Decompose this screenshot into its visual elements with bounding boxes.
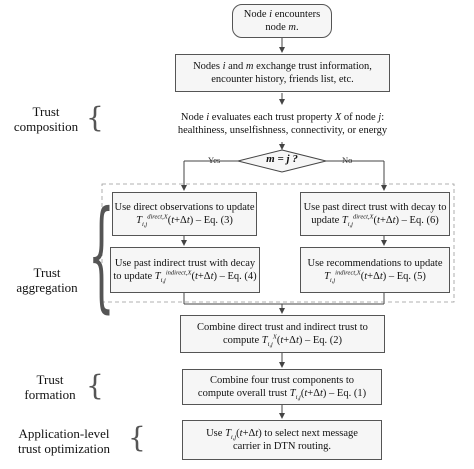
direct-observation-box: Use direct observations to update Ti,jdi… xyxy=(112,192,257,236)
stage-aggregation-label: Trust aggregation xyxy=(16,265,78,295)
combine-box: Combine direct trust and indirect trust … xyxy=(180,315,385,353)
past-direct-line-2: update Ti,jdirect,X(t+Δt) – Eq. (6) xyxy=(311,213,439,229)
overall-line-1: Combine four trust components to xyxy=(209,375,355,386)
evaluate-line-2: healthiness, unselfishness, connectivity… xyxy=(177,125,388,136)
application-line-1: Use Ti,j(t+Δt) to select next message xyxy=(206,428,358,442)
exchange-line-2: encounter history, friends list, etc. xyxy=(211,74,354,85)
composition-brace: { xyxy=(86,101,104,134)
start-line-1: Node i encounters xyxy=(243,9,321,20)
exchange-line-1: Nodes i and m exchange trust information… xyxy=(193,61,372,72)
application-box: Use Ti,j(t+Δt) to select next message ca… xyxy=(182,420,382,460)
application-line-2: carrier in DTN routing. xyxy=(233,441,331,452)
application-brace: { xyxy=(128,421,146,454)
start-box: Node i encounters node m. xyxy=(232,4,332,38)
decision-label: m = j ? xyxy=(266,153,298,165)
recommendation-line-1: Use recommendations to update xyxy=(307,258,443,269)
no-label: No xyxy=(342,155,353,165)
combine-line-2: compute Ti,jX(t+Δt) – Eq. (2) xyxy=(222,333,343,349)
past-direct-box: Use past direct trust with decay to upda… xyxy=(300,192,450,236)
aggregation-brace: { xyxy=(88,186,115,325)
overall-box: Combine four trust components to compute… xyxy=(182,369,382,405)
aggregation-group-outline xyxy=(101,183,455,303)
overall-line-2: compute overall trust Ti,j(t+Δt) – Eq. (… xyxy=(197,388,367,402)
evaluate-box: Node i evaluates each trust property X o… xyxy=(160,106,405,142)
past-indirect-line-2: to update Ti,jindirect,X(t+Δt) – Eq. (4) xyxy=(113,269,257,285)
start-line-2: node m. xyxy=(265,22,299,33)
direct-observation-line-2: Ti,jdirect,X(t+Δt) – Eq. (3) xyxy=(136,213,233,229)
stage-application-label: Application-level trust optimization xyxy=(17,426,111,456)
direct-observation-line-1: Use direct observations to update xyxy=(114,202,255,213)
recommendation-box: Use recommendations to update Ti,jindire… xyxy=(300,247,450,293)
past-indirect-box: Use past indirect trust with decay to up… xyxy=(110,247,260,293)
exchange-box: Nodes i and m exchange trust information… xyxy=(175,54,390,92)
past-direct-line-1: Use past direct trust with decay to xyxy=(303,202,447,213)
stage-formation-label: Trust formation xyxy=(24,372,76,402)
combine-line-1: Combine direct trust and indirect trust … xyxy=(197,322,368,333)
decision-diamond xyxy=(237,149,327,173)
stage-composition-label: Trust composition xyxy=(13,104,79,134)
formation-brace: { xyxy=(86,369,104,402)
past-indirect-line-1: Use past indirect trust with decay xyxy=(114,258,256,269)
evaluate-line-1: Node i evaluates each trust property X o… xyxy=(180,112,385,123)
recommendation-line-2: Ti,jindirect,X(t+Δt) – Eq. (5) xyxy=(324,269,426,285)
yes-label: Yes xyxy=(208,155,221,165)
